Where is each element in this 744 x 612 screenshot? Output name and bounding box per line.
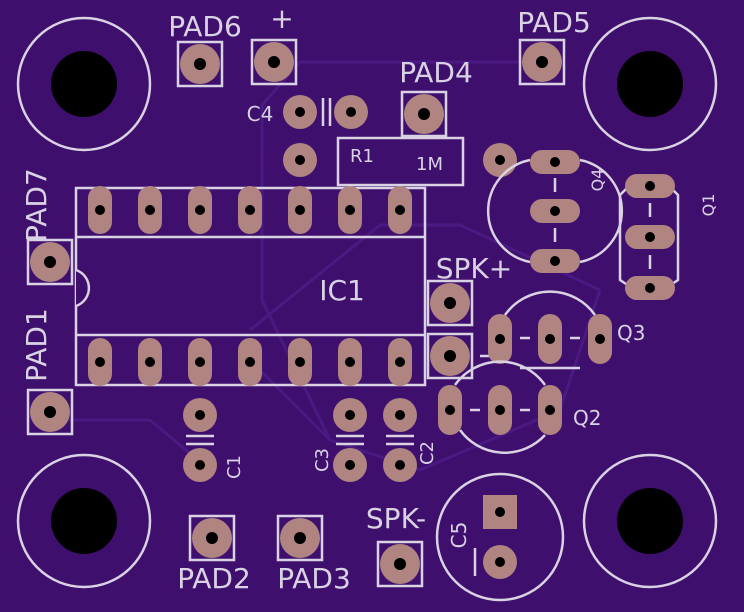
ic1-footprint: IC1	[74, 186, 427, 387]
q2-label: Q2	[573, 406, 601, 430]
pad6-label: PAD6	[168, 10, 242, 43]
pad1-label: PAD1	[20, 308, 53, 382]
pad2: PAD2	[177, 514, 251, 595]
c2-label: C2	[417, 441, 438, 465]
pad4: PAD4	[399, 56, 473, 138]
pad5-label: PAD5	[517, 6, 591, 39]
plus-pad: +	[250, 2, 298, 86]
pad1: PAD1	[20, 308, 74, 436]
plus-label: +	[270, 2, 293, 35]
c4-label: C4	[247, 102, 274, 126]
q1-label: Q1	[699, 194, 718, 217]
spk-plus-label: SPK+	[436, 252, 512, 285]
ic1-label: IC1	[319, 274, 365, 307]
ic1-pin-holes	[95, 205, 405, 367]
pad3-label: PAD3	[277, 562, 351, 595]
pad7: PAD7	[20, 168, 74, 286]
c1-label: C1	[224, 455, 245, 479]
mounting-hole-top-left	[16, 16, 152, 152]
c4-capacitor: C4	[247, 95, 368, 129]
pad6: PAD6	[168, 10, 242, 88]
r1-label: R1	[350, 146, 374, 167]
q1-transistor: Q1	[618, 174, 718, 300]
pad4-label: PAD4	[399, 56, 473, 89]
spk-plus-pad-2	[426, 332, 494, 380]
c3-capacitor: C3	[312, 398, 367, 482]
r1-value: 1M	[416, 154, 443, 175]
pad7-label: PAD7	[20, 168, 53, 242]
q2-transistor: Q2	[438, 360, 601, 454]
c5-label: C5	[447, 522, 471, 549]
pad2-label: PAD2	[177, 562, 251, 595]
q4-label: Q4	[588, 169, 607, 192]
spk-minus-label: SPK-	[366, 502, 426, 535]
q4-transistor: Q4	[486, 150, 624, 273]
c3-label: C3	[312, 448, 333, 472]
mounting-hole-top-right	[582, 16, 718, 152]
pad3: PAD3	[276, 514, 351, 595]
q3-label: Q3	[617, 321, 645, 345]
c2-capacitor: C2	[383, 398, 438, 482]
spk-plus-pad: SPK+	[426, 252, 512, 327]
mounting-hole-bottom-left	[16, 453, 152, 589]
r1-resistor: R1 1M	[283, 136, 517, 187]
c1-capacitor: C1	[183, 398, 245, 482]
q3-transistor: Q3	[488, 290, 645, 370]
spk-minus-pad: SPK-	[366, 502, 426, 588]
pad5: PAD5	[517, 6, 591, 86]
mounting-holes	[16, 16, 718, 589]
mounting-hole-bottom-right	[582, 453, 718, 589]
c5-capacitor: C5	[435, 472, 565, 602]
